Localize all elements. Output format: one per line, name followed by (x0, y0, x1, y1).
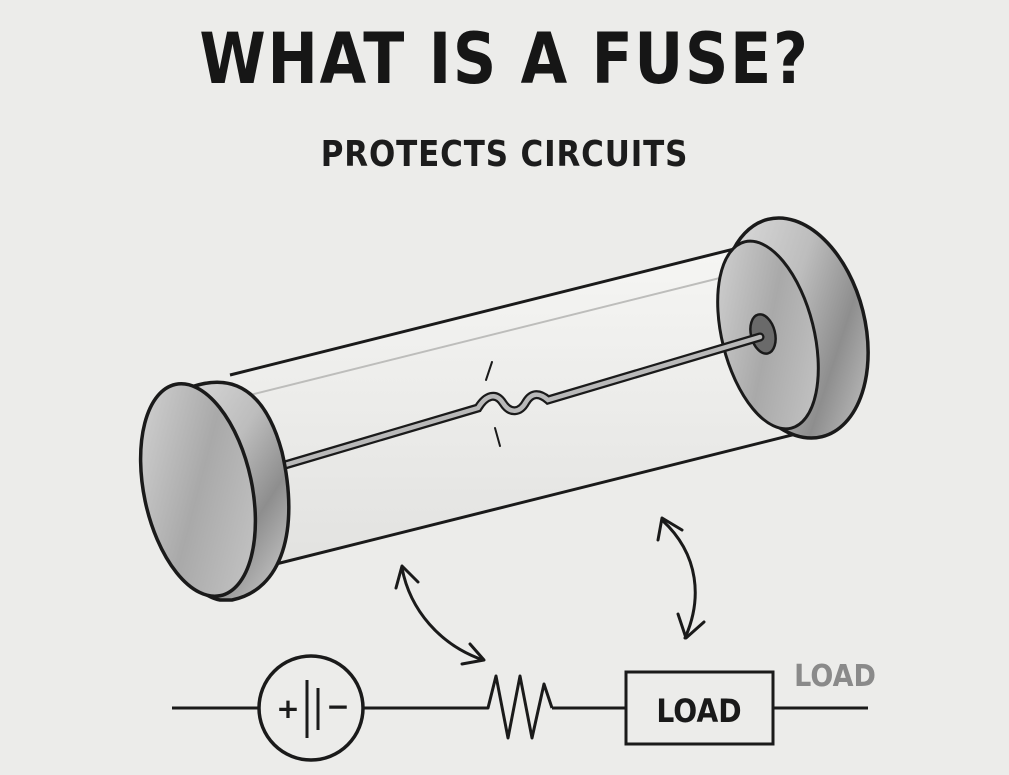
load-box-label: LOAD (656, 693, 741, 730)
battery-symbol: + − (257, 654, 365, 762)
glass-tube-top-edge (229, 238, 771, 377)
battery-plus-sign: + (276, 692, 299, 725)
fuse-break-mark (485, 361, 493, 381)
arrow-right-double (656, 516, 706, 640)
glass-tube-bottom-edge (271, 428, 813, 567)
load-box: LOAD (624, 670, 775, 746)
load-side-label: LOAD (794, 659, 876, 694)
left-end-cap (138, 380, 291, 602)
left-cap-face (138, 382, 258, 598)
fuse-wire (280, 332, 765, 470)
resistor-symbol (478, 674, 554, 740)
page-subtitle: PROTECTS CIRCUITS (320, 134, 689, 175)
page-title: WHAT IS A FUSE? (199, 18, 810, 100)
arrow-left-double (394, 564, 486, 666)
right-end-cap (716, 216, 870, 440)
battery-minus-sign: − (326, 690, 349, 723)
glass-tube-highlight (249, 267, 761, 396)
